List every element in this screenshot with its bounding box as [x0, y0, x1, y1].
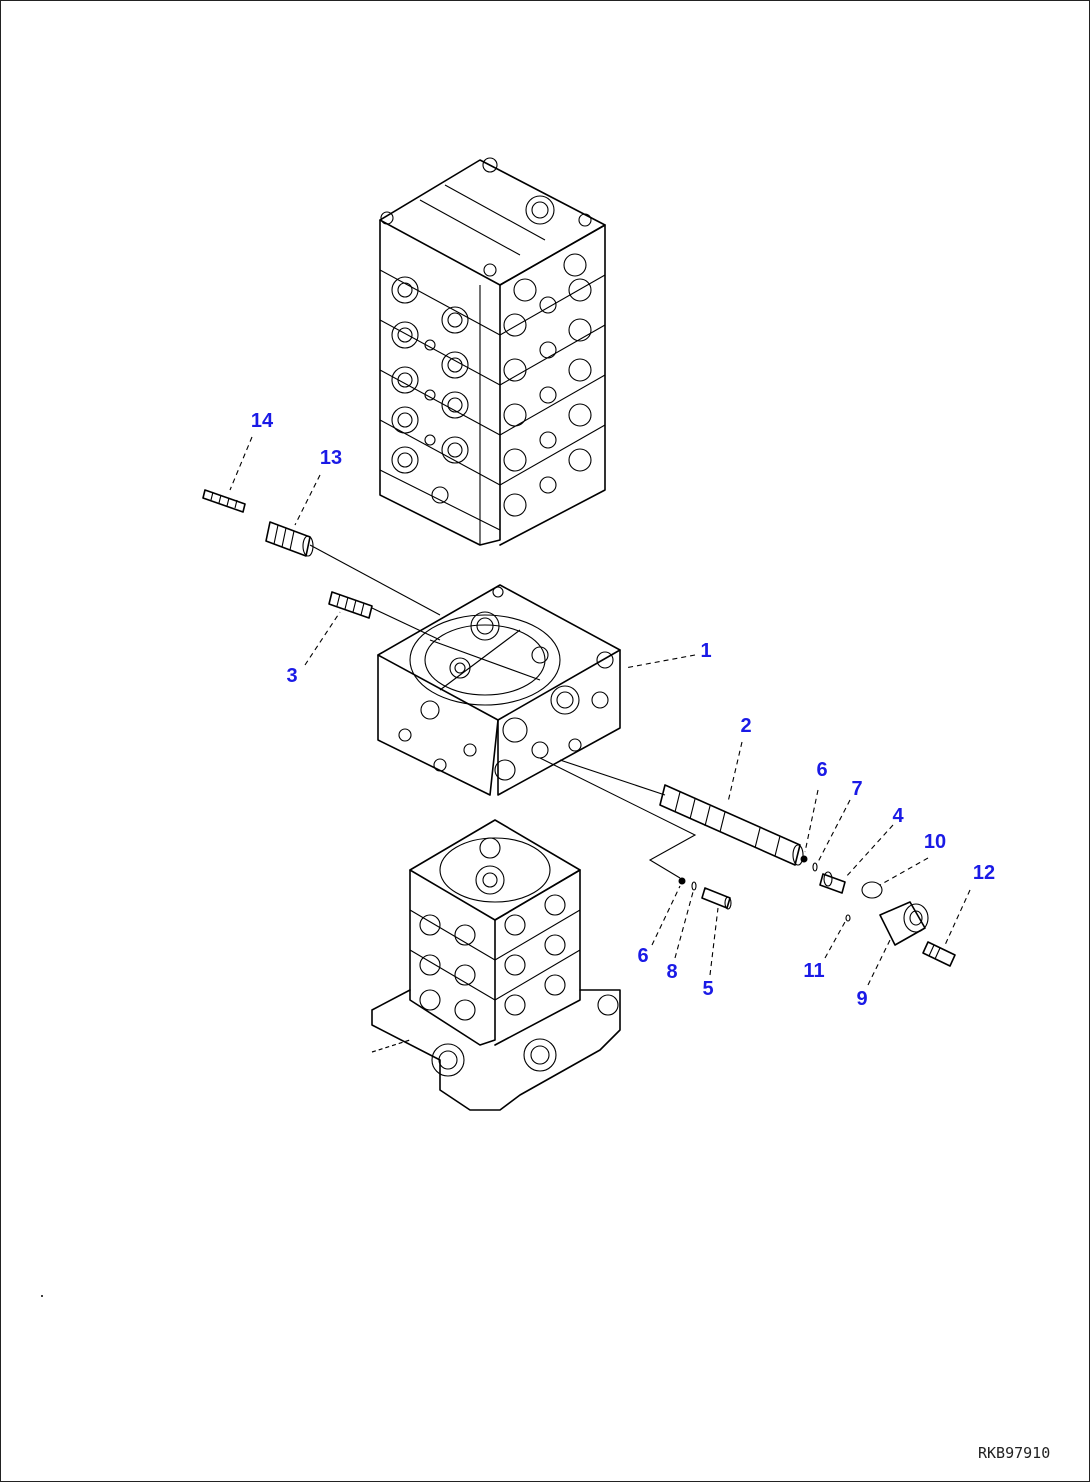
part-11-ring: [845, 914, 851, 922]
part-5-plug: [701, 887, 732, 910]
lower-valve-stack: [371, 819, 621, 1111]
callout-12: 12: [973, 862, 995, 884]
callout-6-lower: 6: [637, 945, 648, 967]
part-9-cap: [879, 901, 929, 946]
part-12-bolt: [922, 941, 956, 967]
part-2-spool: [659, 784, 804, 866]
callout-5: 5: [702, 978, 713, 1000]
upper-valve-stack: [379, 157, 606, 546]
callout-4: 4: [892, 805, 904, 827]
callout-7: 7: [851, 778, 862, 800]
part-8-ring: [691, 881, 697, 891]
callout-6-upper: 6: [816, 759, 827, 781]
part-6-ball-lower: [678, 877, 686, 885]
callout-2: 2: [740, 715, 751, 737]
part-14-plug: [202, 489, 246, 513]
stray-mark: [41, 1295, 43, 1297]
valve-section-1: [377, 584, 621, 796]
callout-10: 10: [924, 831, 946, 853]
callout-8: 8: [666, 961, 677, 983]
drawing-code: RKB97910: [978, 1444, 1050, 1462]
callout-13: 13: [320, 447, 342, 469]
part-4-plug: [819, 871, 846, 894]
callout-1: 1: [700, 640, 711, 662]
part-6-ball-upper: [800, 855, 808, 863]
part-13-valve: [265, 521, 314, 557]
callouts: 1 2 3 4 5 6 6 7 8 9 10 11 12 13 14: [251, 410, 995, 1010]
part-10-o-ring: [861, 881, 883, 899]
part-3-spring: [328, 591, 373, 619]
part-7-ring: [812, 862, 818, 872]
callout-11: 11: [803, 960, 824, 982]
assembly-lines: [309, 544, 697, 879]
callout-3: 3: [286, 665, 297, 687]
callout-9: 9: [856, 988, 867, 1010]
callout-14: 14: [251, 410, 274, 432]
leader-lines: [229, 436, 971, 986]
